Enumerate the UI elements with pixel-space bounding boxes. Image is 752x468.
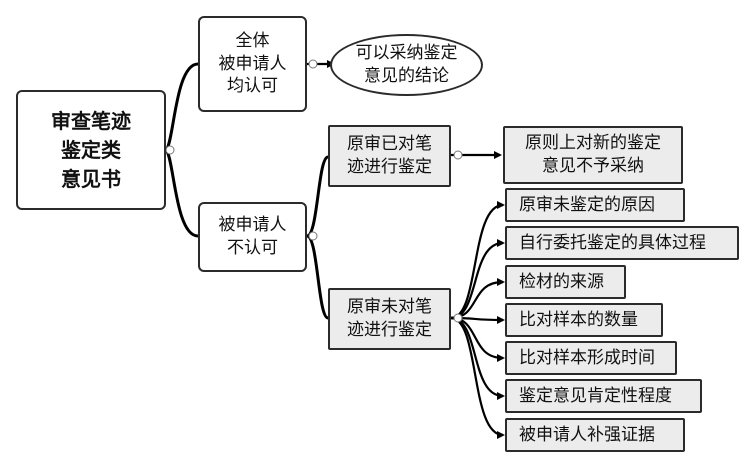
connector-knob xyxy=(165,145,175,155)
sub-not-appraised: 原审未对笔 迹进行鉴定 xyxy=(328,288,451,350)
list-item: 鉴定意见肯定性程度 xyxy=(505,379,702,413)
list-item: 比对样本形成时间 xyxy=(505,341,677,375)
connector-to-not-appraised xyxy=(306,234,330,320)
result-not-adopt: 原则上对新的鉴定 意见不予采纳 xyxy=(503,126,683,184)
list-item: 比对样本的数量 xyxy=(505,303,663,337)
list-item: 被申请人补强证据 xyxy=(505,418,685,452)
connector-root-to-all-approve xyxy=(163,62,199,152)
connector-to-appraised xyxy=(306,155,330,238)
list-item: 检材的来源 xyxy=(505,265,626,299)
connector-knob xyxy=(308,231,318,241)
result-adopt: 可以采纳鉴定 意见的结论 xyxy=(330,34,483,96)
sub-appraised: 原审已对笔 迹进行鉴定 xyxy=(328,125,451,187)
branch-all-approve: 全体 被申请人 均认可 xyxy=(198,16,307,112)
connector-item-2 xyxy=(450,278,505,320)
connector-root-to-not-approve xyxy=(163,148,199,238)
root-node: 审查笔迹 鉴定类 意见书 xyxy=(16,90,166,210)
connector-item-6 xyxy=(450,316,505,439)
connector-item-4 xyxy=(450,316,505,362)
branch-not-approve: 被申请人 不认可 xyxy=(198,202,307,272)
list-item: 原审未鉴定的原因 xyxy=(505,188,685,222)
connector-knob xyxy=(308,59,318,69)
connector-knob xyxy=(453,313,463,323)
connector-item-0 xyxy=(450,201,505,320)
connector-knob xyxy=(453,150,463,160)
list-item: 自行委托鉴定的具体过程 xyxy=(505,226,739,260)
